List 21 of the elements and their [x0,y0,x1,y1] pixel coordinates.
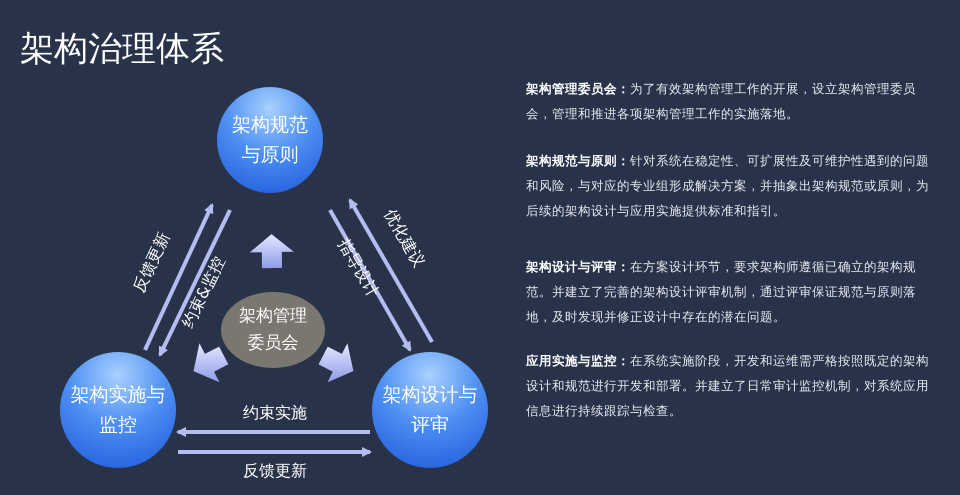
edge-label: 反馈更新 [128,228,174,296]
arrow [178,447,372,457]
description-paragraph: 架构规范与原则：针对系统在稳定性、可扩展性及可维护性遇到的问题和风险，与对应的专业组形成解决方案，并抽象出架构规范或原则，为后续的架构设计与应用实施提供标准和指引。 [526,152,930,220]
arrow [328,209,412,352]
stage-circle: 架构实施与监控 [60,352,176,468]
edge-label: 约束实施 [243,402,307,424]
edge-label: 反馈更新 [243,460,307,482]
block-arrow [250,234,294,268]
arrow [348,198,434,343]
stage-circle: 架构规范与原则 [217,87,323,193]
description-paragraph: 架构管理委员会：为了有效架构管理工作的开展，设立架构管理委员会，管理和推进各项架构管理工作的实施落地。 [526,80,917,123]
block-arrow [194,343,228,382]
stage-circle: 架构设计与评审 [372,352,488,468]
committee-ellipse: 架构管理委员会 [221,292,325,368]
block-arrow [318,343,354,382]
arrow [143,203,214,351]
description-paragraph: 架构设计与评审：在方案设计环节，要求架构师遵循已确立的架构规范。并建立了完善的架构设计评审机制，通过评审保证规范与原则落地，及时发现并修正设计中存在的潜在问题。 [526,258,917,326]
title: 架构治理体系 [20,28,224,70]
description-paragraph: 应用实施与监控：在系统实施阶段，开发和运维需严格按照既定的架构设计和规范进行开发和部署。并建立了日常审计监控机制，对系统应用信息进行持续跟踪与检查。 [526,352,930,420]
arrow [158,209,232,357]
arrow [176,427,370,437]
